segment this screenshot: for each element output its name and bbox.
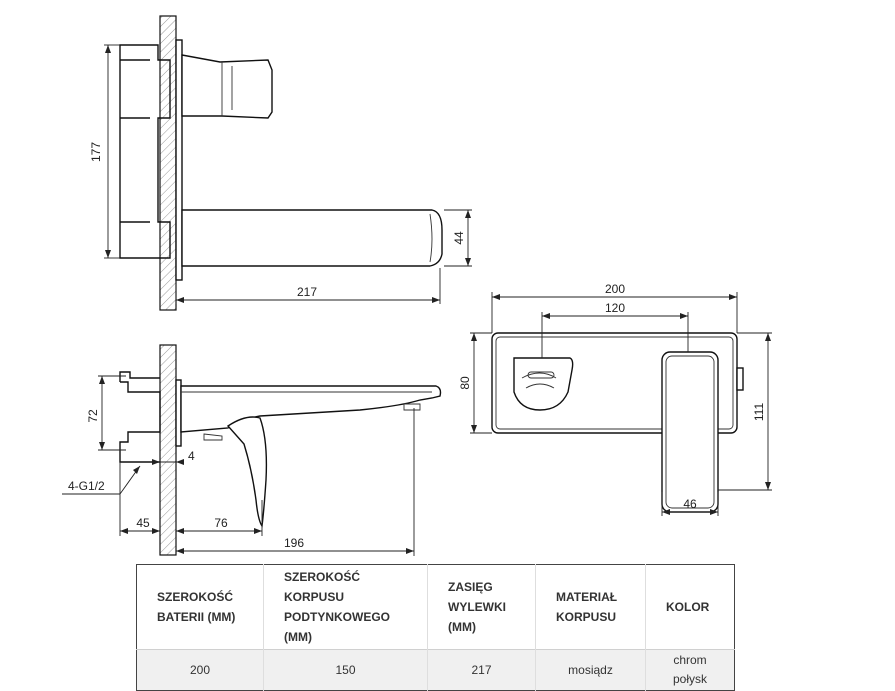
spout-bottom (180, 385, 442, 433)
header-cell-reach: ZASIĘG WYLEWKI (MM) (427, 564, 536, 650)
dim-217-label: 217 (297, 285, 317, 299)
header-cell-width: SZEROKOŚĆ BATERII (MM) (136, 564, 264, 650)
lever-bottom (226, 416, 268, 528)
dim-lever-height: 111 (718, 332, 772, 491)
dim-111-label: 111 (752, 403, 766, 422)
cell-line: SZEROKOŚĆ (284, 570, 361, 584)
dim-72-label: 72 (86, 409, 100, 423)
side-view-bottom (119, 344, 442, 556)
cell-line: MATERIAŁ (556, 590, 618, 604)
cell-line: WYLEWKI (448, 600, 506, 614)
cell-line: 217 (471, 662, 492, 677)
table-header-row: SZEROKOŚĆ BATERII (MM) SZEROKOŚĆ KORPUSU PO… (136, 564, 735, 650)
cell-line: 200 (189, 662, 211, 677)
dim-offset-4: 4 (152, 449, 195, 465)
dim-depth-196: 196 (176, 408, 415, 556)
in-wall-body-bottom (119, 371, 161, 463)
value-cell-body-width: 150 (263, 649, 428, 691)
dim-46-label: 46 (683, 497, 697, 511)
dim-lever-width: 46 (661, 492, 719, 516)
value-cell-width: 200 (136, 649, 264, 691)
thread-label: 4-G1/2 (68, 479, 105, 493)
cell-line: 150 (335, 662, 356, 677)
header-cell-color: KOLOR (645, 564, 735, 650)
spec-table: SZEROKOŚĆ BATERII (MM) SZEROKOŚĆ KORPUSU PO… (136, 564, 735, 691)
cell-line: KORPUSU (284, 590, 345, 604)
dim-hole-spacing: 120 (541, 301, 689, 358)
dim-spout-height: 44 (444, 209, 472, 267)
in-wall-body (119, 44, 171, 259)
dim-177-label: 177 (89, 142, 103, 162)
dim-depth-45: 45 (119, 462, 160, 536)
table-row: 200 150 217 mosiądz chrom połysk (136, 649, 735, 691)
value-cell-reach: 217 (427, 649, 536, 691)
dim-45-label: 45 (136, 516, 150, 530)
cell-line: połysk (672, 672, 707, 686)
dim-depth-76: 76 (176, 500, 263, 536)
dim-200-label: 200 (605, 282, 625, 296)
thread-callout: 4-G1/2 (62, 465, 141, 495)
header-cell-body-width: SZEROKOŚĆ KORPUSU PODTYNKOWEGO (MM) (263, 564, 428, 650)
cell-line: mosiądz (568, 662, 613, 677)
cell-line: chrom (673, 653, 707, 667)
technical-drawing: 177 44 217 200 (62, 15, 772, 556)
lever-handle-side (181, 54, 273, 119)
value-cell-color: chrom połysk (645, 649, 735, 691)
cell-line: SZEROKOŚĆ (157, 590, 234, 604)
dim-120-label: 120 (605, 301, 625, 315)
side-view-top (119, 15, 443, 311)
cell-line: PODTYNKOWEGO (284, 610, 391, 624)
dim-4-label: 4 (188, 449, 195, 463)
dim-plate-height: 80 (458, 332, 492, 434)
cell-line: KOLOR (666, 600, 710, 614)
header-cell-material: MATERIAŁ KORPUSU (535, 564, 646, 650)
value-cell-material: mosiądz (535, 649, 646, 691)
wall-section-bottom (159, 344, 177, 556)
cell-line: ZASIĘG (448, 580, 493, 594)
front-view (491, 332, 744, 513)
lever-front (661, 351, 719, 513)
cell-line: (MM) (448, 620, 476, 634)
dim-spout-reach: 217 (175, 268, 441, 304)
cell-line: (MM) (284, 630, 312, 644)
cover-plate-top (175, 39, 183, 281)
dim-196-label: 196 (284, 536, 304, 550)
dim-44-label: 44 (452, 231, 466, 245)
dim-body-height: 72 (86, 375, 126, 451)
dim-80-label: 80 (458, 376, 472, 390)
cell-line: BATERII (MM) (157, 610, 236, 624)
cell-line: KORPUSU (556, 610, 617, 624)
dim-side-height: 177 (89, 44, 120, 259)
dim-plate-width: 200 (491, 282, 738, 333)
spout-side (181, 209, 443, 267)
dim-76-label: 76 (214, 516, 228, 530)
